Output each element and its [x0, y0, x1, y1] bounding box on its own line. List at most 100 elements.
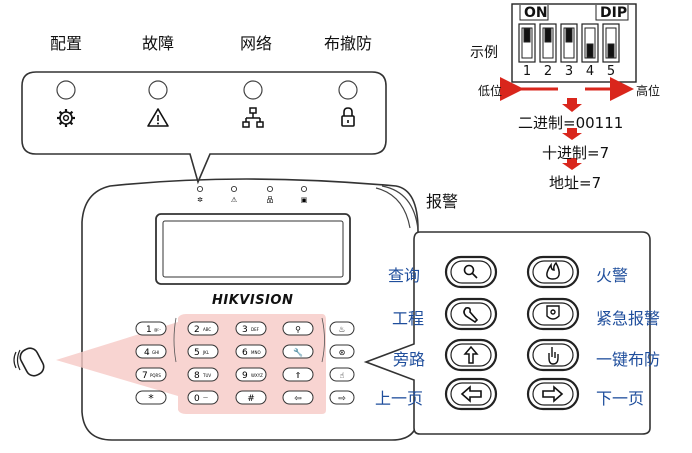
right-arrow-icon [542, 385, 564, 403]
decimal-value: 十进制=7 [542, 144, 610, 162]
key-hash: # [235, 390, 267, 405]
lock-icon [341, 107, 355, 127]
svg-text:☝: ☝ [340, 371, 345, 380]
svg-text:7: 7 [142, 371, 148, 381]
search-icon [463, 264, 478, 279]
alarm-title: 报警 [426, 192, 459, 211]
svg-text:#: # [247, 394, 255, 404]
high-bit-label: 高位 [636, 84, 661, 98]
led-config [196, 185, 204, 193]
low-bit-label: 低位 [478, 84, 503, 98]
warning-icon [147, 108, 169, 127]
binary-value: 二进制=00111 [518, 114, 624, 132]
dip-num-3: 3 [564, 64, 574, 79]
svg-text:1: 1 [146, 325, 152, 335]
label-one-key-arm: 一键布防 [596, 350, 661, 369]
down-arrow-1 [562, 98, 582, 112]
big-led-arm [338, 80, 358, 100]
dip-on-label: ON [524, 5, 548, 21]
led-arm [300, 185, 308, 193]
panic-badge-icon [546, 305, 560, 320]
svg-text:TUV: TUV [202, 373, 211, 378]
keypad-highlight [56, 314, 326, 414]
svg-text:PQRS: PQRS [150, 373, 161, 378]
bypass-arrow-icon [463, 345, 479, 364]
key-search: ⚲ [282, 321, 314, 336]
big-key-prev [444, 377, 498, 411]
example-label: 示例 [470, 45, 498, 61]
gear-icon [57, 109, 75, 127]
wrench-icon [463, 307, 479, 324]
svg-text:GHI: GHI [152, 350, 159, 355]
left-arrow-icon [460, 385, 482, 403]
down-arrow-3 [562, 158, 582, 170]
big-key-search [444, 255, 498, 289]
svg-text:5: 5 [194, 348, 200, 358]
function-keys-panel [363, 231, 651, 435]
label-arm-disarm: 布撤防 [323, 34, 372, 53]
svg-text:JKL: JKL [202, 350, 210, 355]
svg-text:WXYZ: WXYZ [251, 373, 263, 378]
hand-arm-icon [548, 347, 559, 365]
svg-text:✲: ✲ [197, 196, 203, 204]
key-panic: ⊛ [329, 344, 355, 359]
label-query: 查询 [388, 266, 421, 285]
address-value: 地址=7 [549, 174, 602, 192]
key-prev: ⇦ [282, 390, 314, 405]
svg-text:2: 2 [194, 325, 200, 335]
led-network [266, 185, 274, 193]
dip-num-1: 1 [522, 64, 532, 79]
svg-text:6: 6 [242, 348, 248, 358]
key-bypass: ⇑ [282, 367, 314, 382]
led-fault [230, 185, 238, 193]
big-key-next [526, 377, 580, 411]
svg-text:@:-: @:- [154, 327, 161, 332]
svg-text:0: 0 [194, 394, 200, 404]
led-callout [21, 71, 387, 185]
big-led-network [243, 80, 263, 100]
dip-toggles [518, 23, 620, 63]
down-arrow-2 [562, 128, 582, 140]
key-0: 0— [187, 390, 219, 405]
dip-label: DIP [600, 5, 628, 21]
fire-icon [546, 261, 560, 280]
svg-text:3: 3 [242, 325, 248, 335]
key-next: ⇨ [329, 390, 355, 405]
key-1: 1@:- [135, 321, 167, 336]
svg-text:⚠: ⚠ [231, 196, 238, 204]
lcd-screen [155, 213, 351, 285]
svg-text:⇑: ⇑ [295, 371, 302, 380]
label-next-page: 下一页 [596, 389, 645, 408]
key-wrench: 🔧 [282, 344, 314, 359]
dip-num-4: 4 [585, 64, 595, 79]
svg-text:8: 8 [194, 371, 200, 381]
network-icon [242, 107, 264, 128]
label-fire: 火警 [596, 266, 629, 285]
key-star: * [135, 390, 167, 405]
svg-text:*: * [148, 392, 154, 405]
svg-text:DEF: DEF [251, 327, 260, 332]
svg-text:🔧: 🔧 [293, 347, 303, 357]
big-key-arm [526, 338, 580, 372]
svg-text:—: — [203, 395, 208, 401]
label-bypass: 旁路 [393, 350, 426, 369]
svg-text:▣: ▣ [301, 196, 308, 204]
svg-text:9: 9 [242, 371, 248, 381]
card-tag-icon [19, 347, 45, 377]
brand-logo: HIKVISION [212, 293, 294, 308]
svg-text:4: 4 [144, 348, 150, 358]
svg-text:MNO: MNO [251, 350, 261, 355]
big-key-bypass [444, 338, 498, 372]
svg-text:⚲: ⚲ [295, 325, 301, 334]
big-keys [444, 255, 580, 411]
label-config: 配置 [49, 34, 82, 53]
label-prev-page: 上一页 [375, 389, 424, 408]
